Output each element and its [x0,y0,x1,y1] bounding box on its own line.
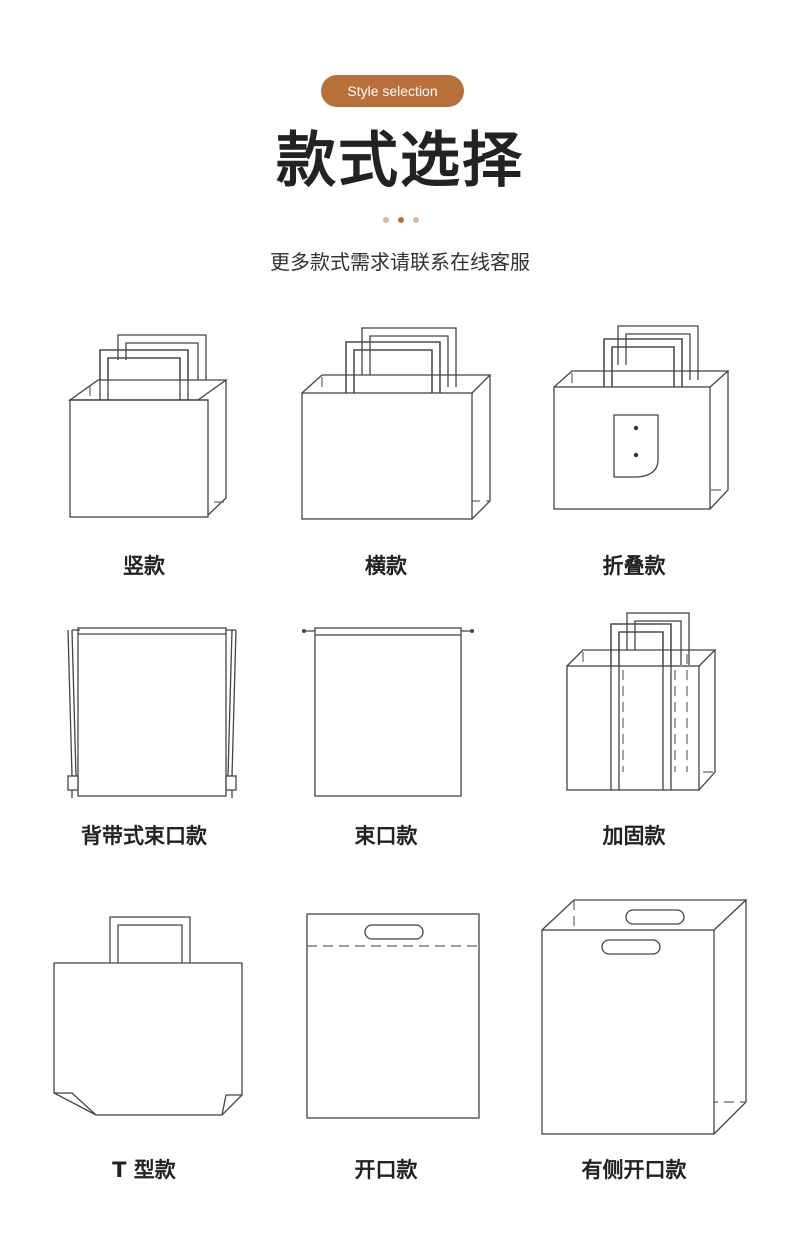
style-label: 横款 [365,554,407,578]
style-label: 背带式束口款 [81,824,207,848]
style-label: T 型款 [112,1158,176,1182]
page-subtitle: 更多款式需求请联系在线客服 [270,250,530,274]
dot-icon [413,217,419,223]
style-selection-badge: Style selection [321,75,464,107]
style-label: 竖款 [123,554,165,578]
style-label: 束口款 [354,824,418,848]
dot-icon [398,217,404,223]
style-label: 开口款 [354,1158,418,1182]
page-title: 款式选择 [276,126,524,196]
decorative-dots [383,216,419,224]
dot-icon [383,217,389,223]
style-label: 折叠款 [602,554,666,578]
style-label: 有侧开口款 [581,1158,687,1182]
style-label: 加固款 [602,824,666,848]
